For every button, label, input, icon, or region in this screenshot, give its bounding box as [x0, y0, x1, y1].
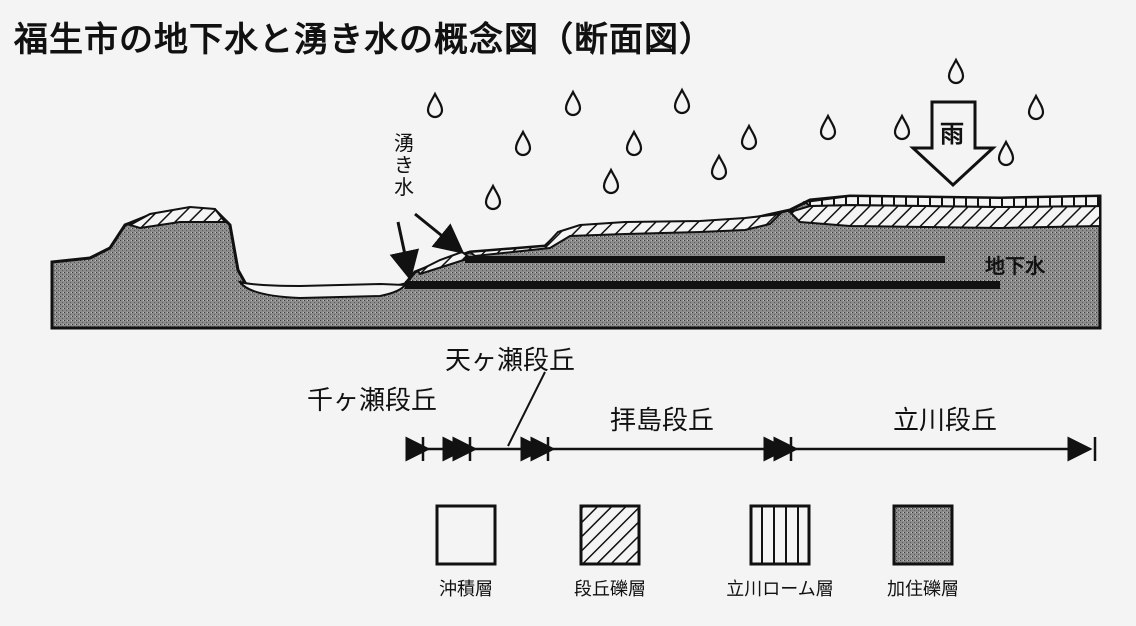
raindrop-icon [514, 130, 532, 157]
terrace-gravel-haijima [467, 212, 783, 258]
terrace-gravel-left [127, 205, 228, 230]
terrace-label-tachikawa: 立川段丘 [893, 406, 998, 436]
rain-label: 雨 [940, 120, 964, 148]
legend-swatch-alluvium [435, 504, 497, 566]
terrace-gravel-tachikawa [788, 203, 1101, 230]
terrace-label-amagase: 天ヶ瀬段丘 [445, 346, 576, 376]
spring-pointer-line [414, 212, 465, 254]
legend-swatch-kasumi-gravel [892, 504, 954, 566]
groundwater-flow-upper [465, 256, 945, 263]
terrace-label-haijima: 拝島段丘 [610, 406, 715, 436]
raindrop-icon [426, 92, 444, 119]
legend-swatch-terrace-gravel [579, 504, 641, 566]
legend-label-kasumi-gravel: 加住礫層 [887, 579, 959, 600]
raindrop-icon [625, 130, 643, 157]
raindrop-icon [947, 58, 965, 85]
groundwater-flow-lower [405, 281, 1000, 289]
legend-label-tachikawa-loam: 立川ローム層 [726, 579, 834, 600]
legend-label-terrace-gravel: 段丘礫層 [574, 579, 646, 600]
leader-line-amagase [507, 371, 546, 447]
legend-swatch-tachikawa-loam [749, 504, 811, 566]
raindrop-icon [819, 114, 837, 141]
raindrop-icon [893, 114, 911, 141]
raindrop-icon [997, 140, 1015, 167]
rain-arrow [909, 100, 997, 188]
raindrop-icon [740, 124, 758, 151]
diagram-title: 福生市の地下水と湧き水の概念図（断面図） [14, 20, 714, 60]
groundwater-label: 地下水 [985, 254, 1045, 278]
raindrop-icon [602, 168, 620, 195]
spring-pointer-line [389, 221, 420, 281]
spring-label: 湧き水 [394, 131, 414, 199]
raindrop-icon [1027, 94, 1045, 121]
raindrop-icon [564, 90, 582, 117]
alluvium-layer [237, 280, 407, 300]
terrace-label-chigase: 千ヶ瀬段丘 [307, 386, 438, 416]
raindrop-icon [710, 154, 728, 181]
raindrop-icon [673, 88, 691, 115]
legend-label-alluvium: 沖積層 [439, 579, 493, 600]
tachikawa-loam-layer [802, 194, 1101, 209]
raindrop-icon [484, 184, 502, 211]
